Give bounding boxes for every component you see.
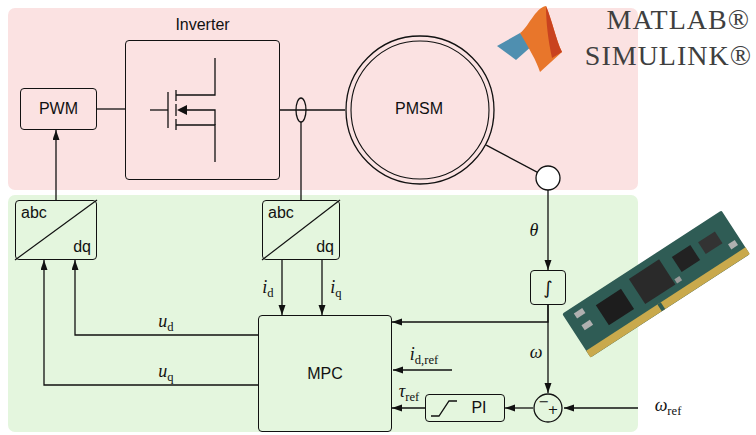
speed-reference-wire: [564, 407, 638, 408]
board-chip: [672, 245, 700, 272]
logo-text: MATLAB®: [607, 6, 750, 34]
signal-wire: [75, 260, 258, 335]
logo-text: SIMULINK®: [585, 42, 752, 70]
board-chip: [629, 259, 676, 304]
math-subscript: d,ref: [415, 353, 438, 367]
signal-label: iq: [330, 278, 341, 296]
fpga-board: [562, 210, 750, 357]
connector-notch: [657, 302, 665, 311]
logo-shade: [546, 6, 562, 58]
signal-wire: [547, 305, 548, 393]
current-tap-wire: [300, 122, 301, 200]
gate-lead: [150, 109, 168, 110]
node-text: PI: [471, 399, 486, 417]
math-subscript: q: [167, 370, 173, 384]
node-text: abc: [21, 204, 47, 222]
board-chip: [596, 289, 634, 325]
signal-wire: [486, 145, 548, 270]
transform-block: abc dq: [15, 200, 97, 260]
math-subscript: ref: [405, 390, 419, 404]
transform-diagonal: [262, 200, 340, 260]
node-text: MPC: [307, 365, 343, 383]
signal-wire: [505, 407, 533, 408]
math-symbol: θ: [530, 220, 539, 240]
signal-label: τref: [399, 382, 419, 400]
signal-wire: [55, 130, 56, 200]
math-subscript: q: [335, 286, 341, 300]
node-text: Inverter: [175, 16, 229, 34]
node-text: PMSM: [395, 100, 443, 118]
channel: [175, 90, 176, 130]
board-component: [674, 276, 682, 283]
logo-peak: [520, 6, 562, 72]
signal-wire: [281, 260, 282, 315]
controller-region: [8, 195, 638, 432]
body-lead: [186, 110, 215, 125]
mosfet-arrow: [177, 105, 187, 115]
signal-label: uq: [158, 362, 173, 380]
integrator-block: ∫: [530, 270, 566, 305]
source-lead: [176, 125, 215, 162]
motor-circle: PMSM: [345, 35, 495, 185]
circle-inner-border: [351, 41, 489, 179]
pi-block: PI: [425, 394, 505, 422]
board-component: [574, 308, 586, 318]
board-component: [581, 320, 593, 330]
signal-label: ωref: [655, 396, 682, 414]
math-symbol: τ: [399, 381, 405, 401]
node-text: dq: [316, 238, 334, 256]
signal-label: ud: [158, 312, 173, 330]
signal-wire: [392, 407, 425, 408]
board-chip: [698, 231, 722, 254]
signal-label: id,ref: [410, 345, 438, 363]
math-subscript: d: [167, 320, 173, 334]
board-pcb: [562, 210, 750, 357]
position-encoder: [536, 166, 560, 190]
node-text: dq: [73, 238, 91, 256]
math-subscript: d: [267, 286, 273, 300]
signal-label: id: [262, 278, 273, 296]
board-component: [728, 240, 738, 249]
math-symbol: i: [262, 277, 267, 297]
mosfet-symbol: [150, 58, 215, 162]
signal-wire: [392, 305, 548, 322]
math-symbol: i: [330, 277, 335, 297]
gate-plate: [167, 92, 168, 128]
current-sensor: [296, 98, 306, 122]
drain-lead: [176, 58, 215, 95]
signal-label: ω: [530, 343, 543, 361]
inverter-block: Inverter: [125, 40, 280, 180]
math-symbol: i: [410, 344, 415, 364]
math-symbol: u: [158, 361, 167, 381]
math-subscript: ref: [667, 404, 681, 418]
board-connector: [586, 247, 750, 357]
math-symbol: u: [158, 311, 167, 331]
sum-junction: −+: [533, 393, 563, 423]
signal-wire: [321, 260, 322, 315]
circle-border: [534, 394, 562, 422]
signal-wire: [44, 260, 258, 385]
transform-diagonal: [15, 200, 97, 260]
matlab-logo-icon: [497, 6, 562, 72]
node-text: abc: [268, 204, 294, 222]
signal-wire: [97, 108, 125, 109]
math-symbol: ω: [530, 342, 543, 362]
reference-input-wire: [393, 369, 452, 370]
node-text: PWM: [39, 100, 78, 118]
pwm-block: PWM: [20, 88, 97, 130]
node-text: +: [548, 403, 559, 417]
signal-wire: [280, 109, 345, 110]
math-symbol: ω: [655, 395, 668, 415]
saturation-symbol: [431, 401, 457, 416]
controller-block: MPC: [258, 315, 392, 432]
signal-label: θ: [530, 221, 539, 239]
transform-block: abc dq: [262, 200, 340, 260]
circle-border: [346, 36, 494, 184]
node-text: ∫: [543, 278, 552, 298]
